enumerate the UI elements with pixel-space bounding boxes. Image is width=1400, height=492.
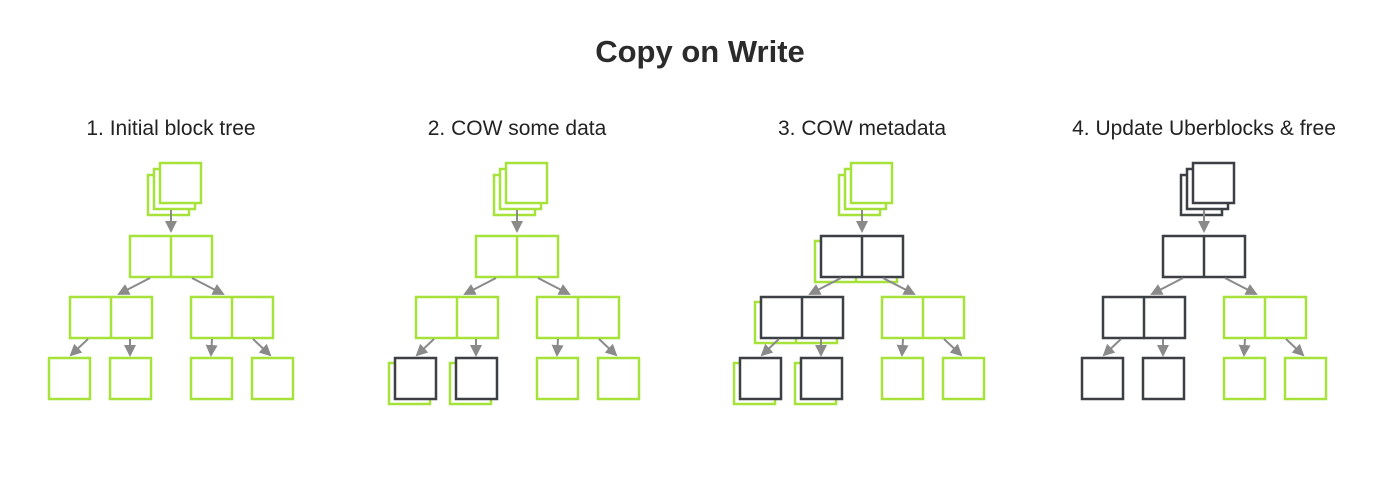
panel1-leaf-block-3 xyxy=(189,356,234,401)
panel3-leaf-block-2-new-copy xyxy=(799,356,844,401)
panel4-uberblock-3 xyxy=(1191,161,1236,205)
panel4-leaf-block-2 xyxy=(1141,356,1186,401)
panel4-leaf-block-3 xyxy=(1222,356,1267,401)
panel3-leaf-block-3 xyxy=(880,356,925,401)
panel2-leaf-block-1-new-copy xyxy=(393,356,438,401)
panel3-arrow-l1-left xyxy=(808,277,842,295)
panel3-arrow-leaf-4 xyxy=(943,338,963,357)
panel2-arrow-leaf-4 xyxy=(598,338,618,357)
panel2-uberblock-3 xyxy=(504,161,549,205)
panel2-arrow-leaf-3 xyxy=(551,338,564,357)
panel4-leaf-block-1 xyxy=(1080,356,1125,401)
panel-title-1: 1. Initial block tree xyxy=(86,117,256,140)
panel3-arrow-l1-right xyxy=(882,277,916,295)
panel2-leaf-block-3 xyxy=(535,356,580,401)
panel3-arrow-leaf-3 xyxy=(896,338,909,357)
panel1-arrow-leaf-4 xyxy=(252,338,272,357)
panel2-arrow-l1-right xyxy=(537,277,571,295)
diagram-title: Copy on Write xyxy=(595,34,805,69)
panel4-arrow-l1-left xyxy=(1150,277,1184,295)
panel1-leaf-block-4 xyxy=(250,356,295,401)
panel1-arrow-l1-left xyxy=(117,277,151,295)
panel-title-4: 4. Update Uberblocks & free xyxy=(1072,117,1336,140)
panel1-leaf-block-1 xyxy=(47,356,92,401)
panel3-arrow-leaf-1 xyxy=(760,338,780,357)
panel3-leaf-block-4 xyxy=(941,356,986,401)
panel2-leaf-block-2-new-copy xyxy=(454,356,499,401)
panel1-uberblock-3 xyxy=(158,161,203,205)
panel1-arrow-l1-right xyxy=(191,277,225,295)
panel-title-3: 3. COW metadata xyxy=(777,117,947,140)
panel3-leaf-block-1-new-copy xyxy=(738,356,783,401)
panel4-arrow-l1-right xyxy=(1224,277,1258,295)
panel2-arrow-leaf-1 xyxy=(415,338,435,357)
panel1-arrow-leaf-1 xyxy=(69,338,89,357)
panel2-leaf-block-4 xyxy=(596,356,641,401)
panel4-leaf-block-4 xyxy=(1283,356,1328,401)
panel3-uberblock-3 xyxy=(849,161,894,205)
panel2-arrow-l1-left xyxy=(463,277,497,295)
panel1-arrow-leaf-3 xyxy=(205,338,218,357)
panel1-leaf-block-2 xyxy=(108,356,153,401)
panel4-arrow-leaf-1 xyxy=(1102,338,1122,357)
panel4-arrow-leaf-3 xyxy=(1238,338,1251,357)
panel-title-2: 2. COW some data xyxy=(427,117,607,140)
panel4-arrow-leaf-4 xyxy=(1285,338,1305,357)
